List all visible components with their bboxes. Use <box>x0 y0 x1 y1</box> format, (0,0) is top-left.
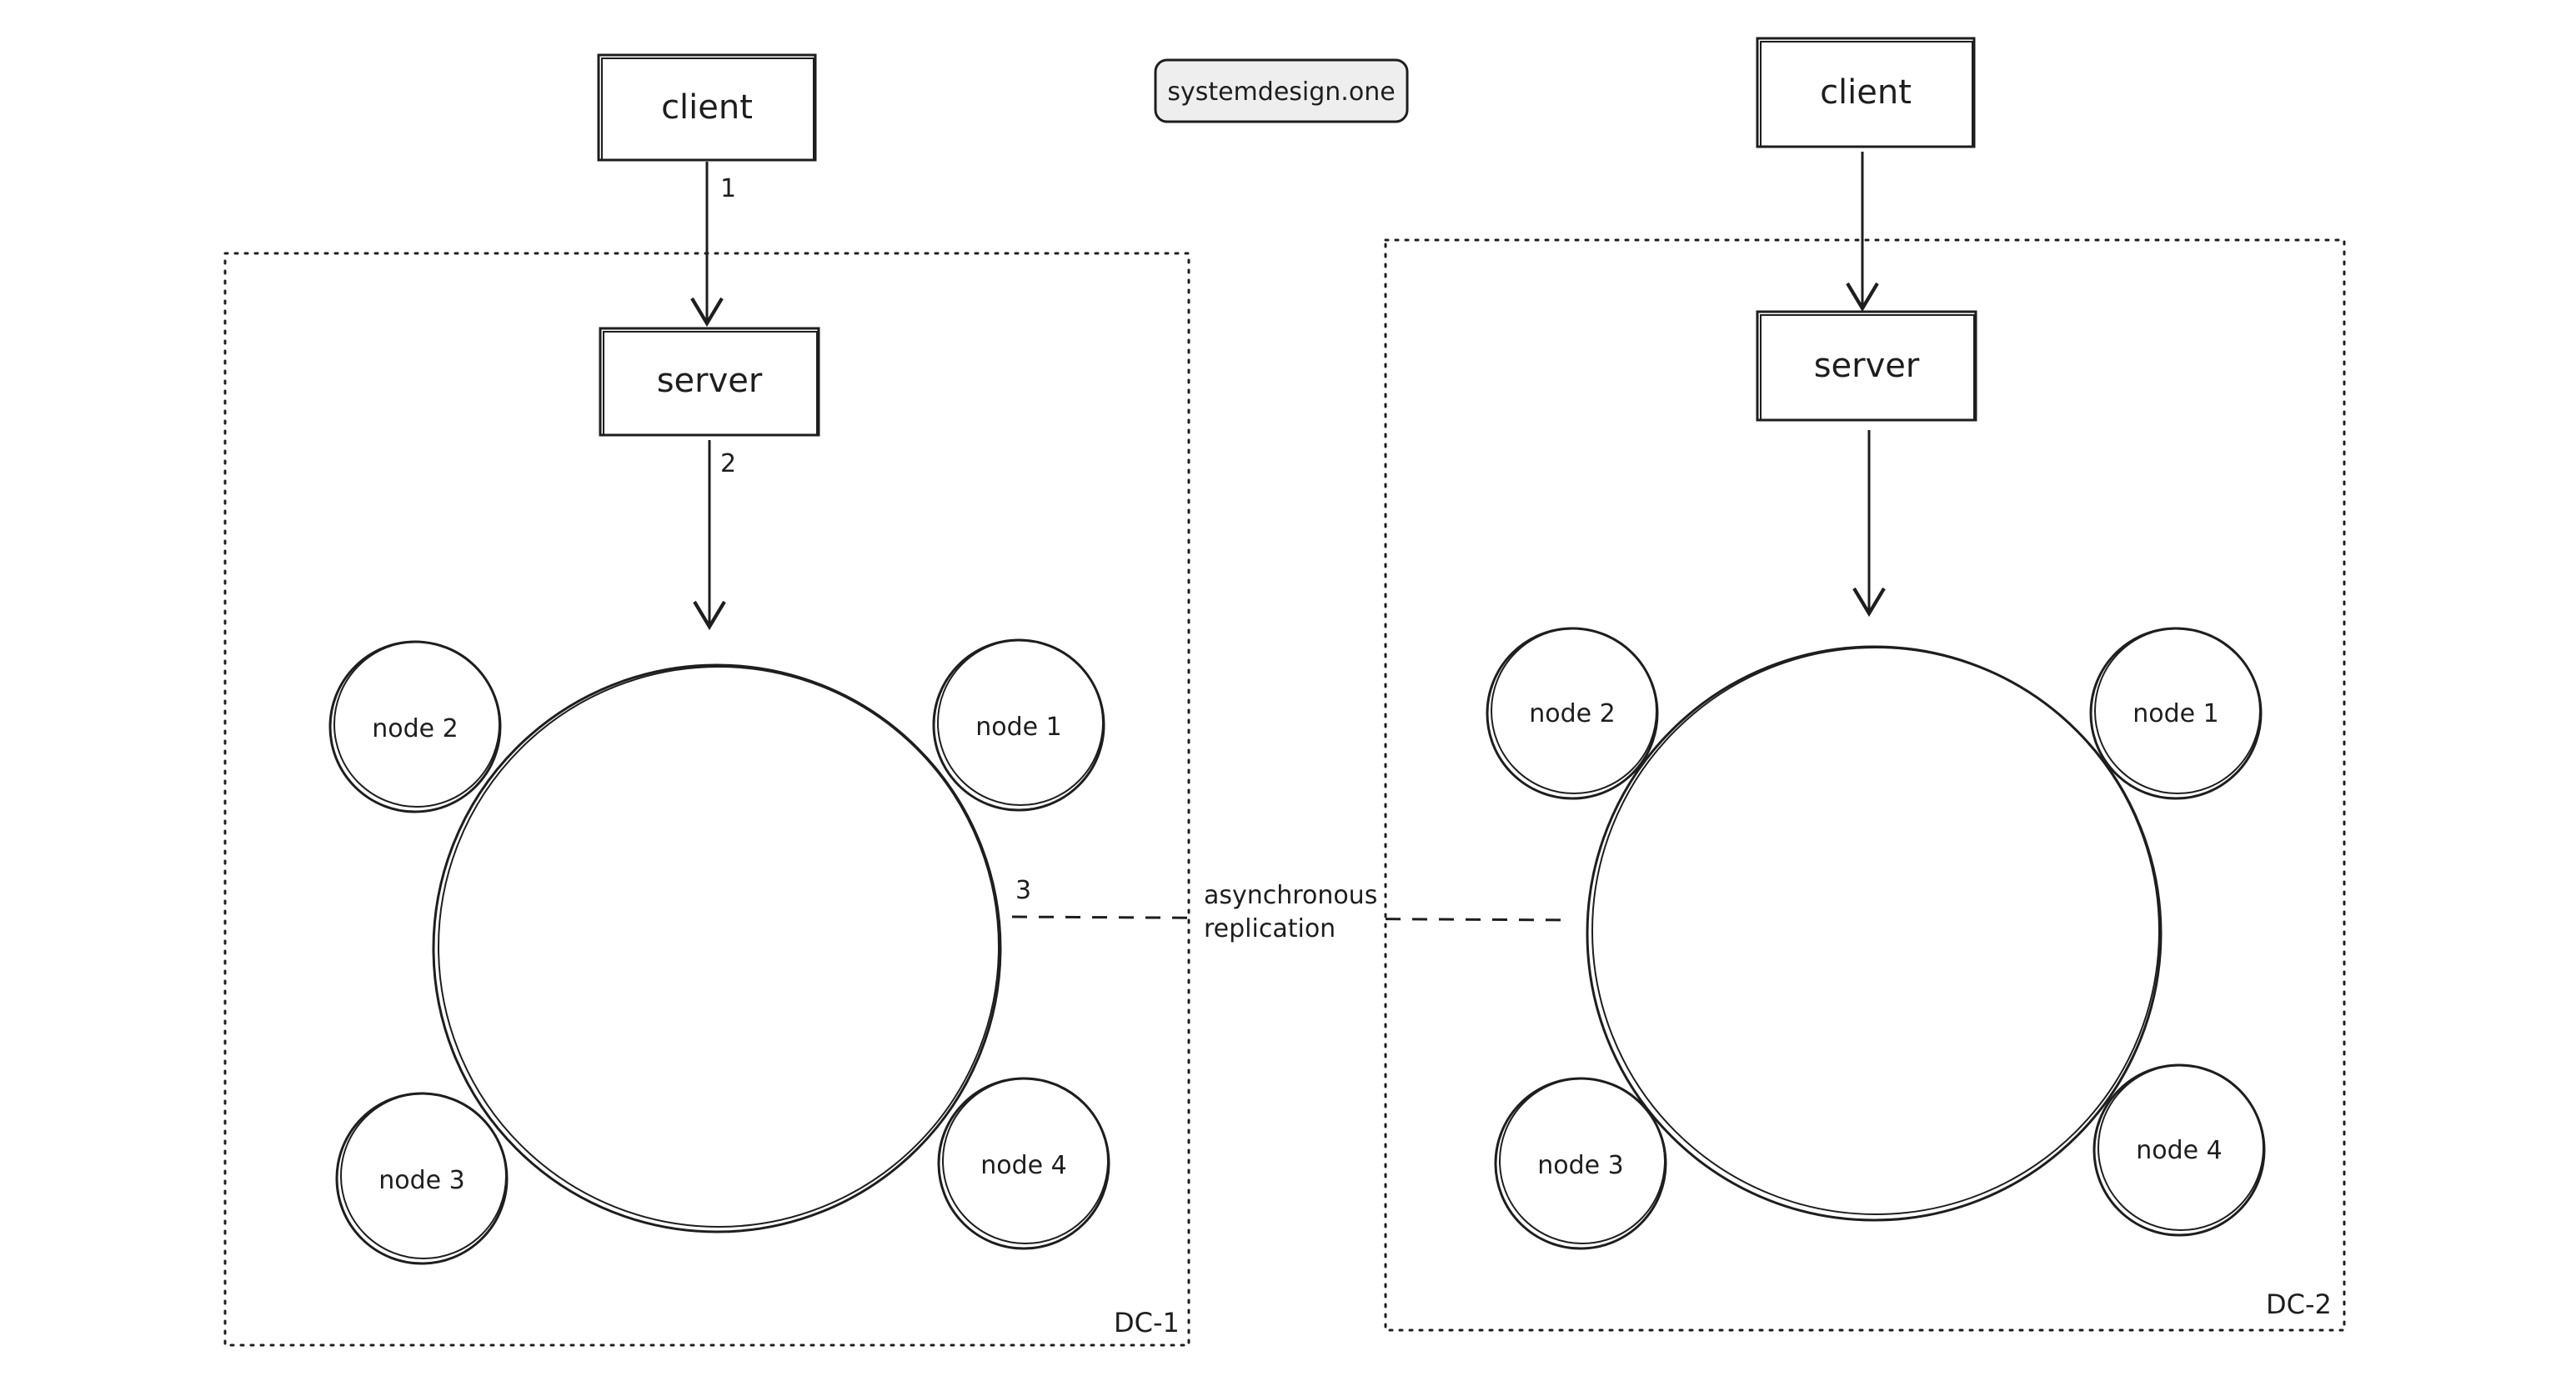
dc1-node-4: node 4 <box>937 1077 1110 1250</box>
dc2-node-4-label: node 4 <box>2136 1136 2223 1165</box>
dc2-node-1-label: node 1 <box>2132 699 2219 728</box>
dc2-server-box: server <box>1756 310 1977 422</box>
dc2-node-2: node 2 <box>1486 627 1659 800</box>
dc2-hash-ring <box>1586 645 2163 1222</box>
brand-tag: systemdesign.one <box>1154 58 1409 123</box>
brand-text: systemdesign.one <box>1167 78 1395 107</box>
dc1-hash-ring <box>432 663 1002 1233</box>
replication-step-3-label: 3 <box>1015 876 1031 905</box>
datacenter-2-label: DC-2 <box>2266 1288 2332 1320</box>
dc1-step-1-label: 1 <box>720 174 736 203</box>
dc1-server-label: server <box>657 362 763 400</box>
dc1-node-2: node 2 <box>328 640 502 813</box>
dc2-node-3: node 3 <box>1494 1077 1667 1250</box>
dc1-node-3-label: node 3 <box>378 1166 465 1195</box>
datacenter-1-label: DC-1 <box>1114 1307 1180 1338</box>
dc1-node-4-label: node 4 <box>980 1151 1067 1180</box>
dc2-server-label: server <box>1814 347 1920 385</box>
dc1-node-1-label: node 1 <box>975 713 1062 742</box>
dc2-node-3-label: node 3 <box>1537 1151 1624 1180</box>
dc2-node-1: node 1 <box>2089 627 2263 800</box>
dc1-node-3: node 3 <box>335 1092 509 1265</box>
dc1-step-2-label: 2 <box>720 449 736 478</box>
replication-label-line-2: replication <box>1204 914 1336 943</box>
replication-link: 3 asynchronous replication <box>1011 873 1573 953</box>
dc1-node-1: node 1 <box>932 638 1105 812</box>
dc2-client-box: client <box>1756 37 1976 148</box>
datacenter-1: DC-1 client 1 server 2 node 1 <box>223 53 1190 1347</box>
dc1-server-box: server <box>599 327 820 437</box>
datacenter-2-boundary <box>1384 238 2346 1332</box>
dc1-client-box: client <box>597 53 817 162</box>
dc1-client-label: client <box>661 88 753 127</box>
dc2-node-2-label: node 2 <box>1529 699 1616 728</box>
replication-label-line-1: asynchronous <box>1204 881 1377 910</box>
dc1-node-2-label: node 2 <box>372 714 459 743</box>
dc2-node-4: node 4 <box>2092 1063 2266 1237</box>
datacenter-2: DC-2 client server node 1 nod <box>1384 37 2346 1332</box>
dc2-client-label: client <box>1820 73 1912 112</box>
